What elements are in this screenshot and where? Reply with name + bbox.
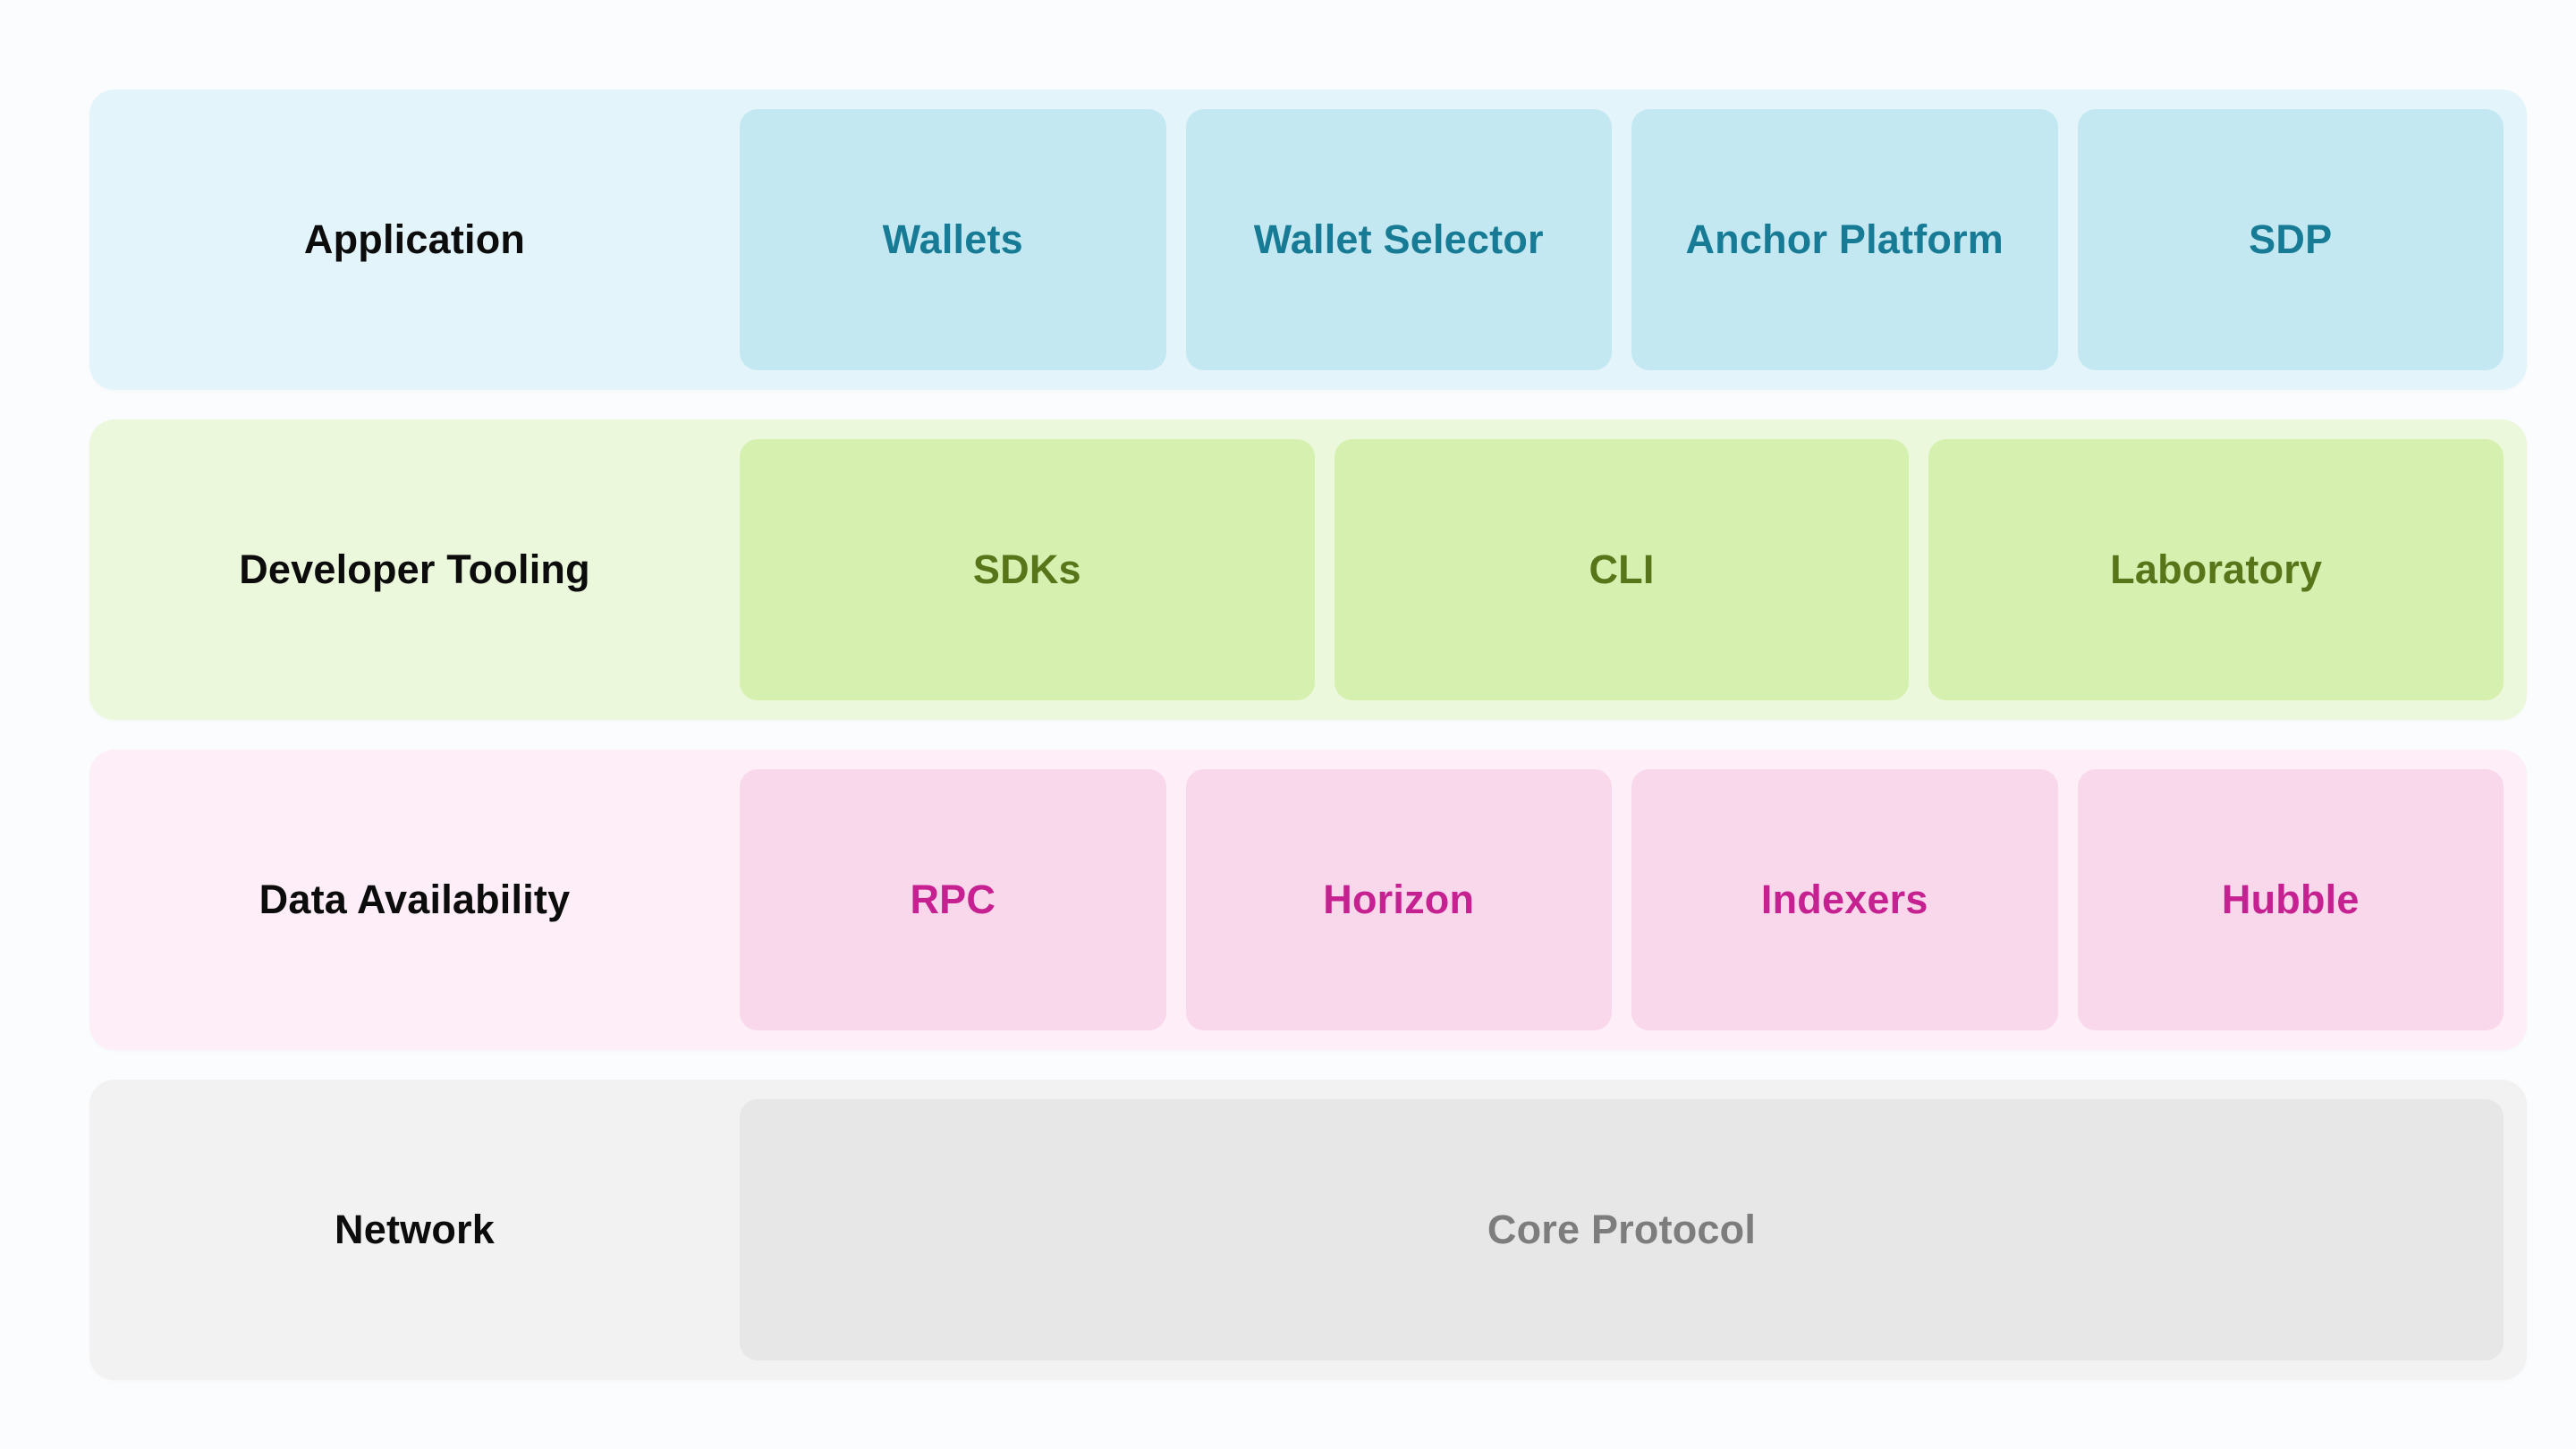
layer-developer-tooling: Developer Tooling SDKs CLI Laboratory	[89, 419, 2527, 720]
card-laboratory[interactable]: Laboratory	[1928, 439, 2504, 700]
card-hubble[interactable]: Hubble	[2077, 769, 2504, 1030]
card-wallet-selector[interactable]: Wallet Selector	[1185, 109, 1612, 370]
card-rpc[interactable]: RPC	[740, 769, 1166, 1030]
layer-application: Application Wallets Wallet Selector Anch…	[89, 89, 2527, 390]
card-horizon[interactable]: Horizon	[1185, 769, 1612, 1030]
layer-label-application: Application	[303, 216, 526, 262]
layer-cards-application: Wallets Wallet Selector Anchor Platform …	[740, 89, 2527, 390]
layer-network: Network Core Protocol	[89, 1080, 2527, 1380]
card-indexers[interactable]: Indexers	[1631, 769, 2058, 1030]
architecture-stack: Application Wallets Wallet Selector Anch…	[89, 89, 2527, 1380]
layer-label-data-availability: Data Availability	[258, 877, 571, 922]
layer-data-availability: Data Availability RPC Horizon Indexers H…	[89, 750, 2527, 1050]
card-sdp[interactable]: SDP	[2077, 109, 2504, 370]
layer-cards-developer-tooling: SDKs CLI Laboratory	[740, 419, 2527, 720]
layer-label-network: Network	[335, 1207, 495, 1252]
card-sdks[interactable]: SDKs	[740, 439, 1315, 700]
card-wallets[interactable]: Wallets	[740, 109, 1166, 370]
layer-label-developer-tooling: Developer Tooling	[239, 547, 590, 592]
layer-cards-data-availability: RPC Horizon Indexers Hubble	[740, 750, 2527, 1050]
layer-cards-network: Core Protocol	[740, 1080, 2527, 1380]
card-core-protocol[interactable]: Core Protocol	[740, 1099, 2504, 1360]
card-anchor-platform[interactable]: Anchor Platform	[1631, 109, 2058, 370]
card-cli[interactable]: CLI	[1334, 439, 1910, 700]
